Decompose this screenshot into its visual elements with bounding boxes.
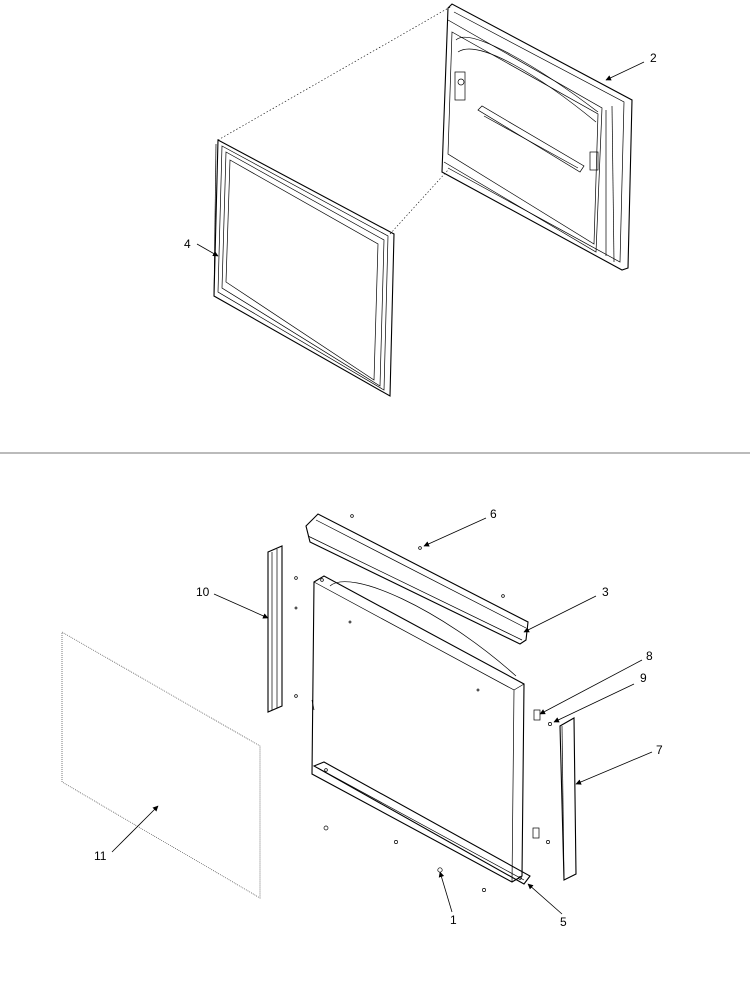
callout-label-2: 2 (650, 51, 657, 65)
callout-6: 6 (423, 507, 497, 547)
top-trim-part-6 (305, 513, 529, 645)
side-trim-part-7 (559, 717, 577, 881)
callout-11: 11 (94, 805, 159, 863)
callout-10: 10 (196, 585, 269, 619)
door-shell-part-3 (294, 575, 525, 883)
callout-label-1: 1 (450, 913, 457, 927)
callout-8: 8 (539, 649, 653, 715)
callout-label-10: 10 (196, 585, 210, 599)
callout-label-4: 4 (184, 237, 191, 251)
callout-1: 1 (438, 871, 457, 927)
callout-label-11: 11 (94, 849, 107, 863)
callout-label-5: 5 (560, 915, 567, 929)
hardware-screws (323, 709, 552, 892)
handle-trim-part-10 (267, 545, 298, 713)
door-panel-part-11 (61, 631, 261, 899)
callout-9: 9 (553, 671, 647, 723)
callout-7: 7 (575, 743, 663, 785)
callout-5: 5 (527, 883, 567, 929)
callout-2: 2 (605, 51, 657, 81)
callout-3: 3 (523, 585, 609, 633)
callout-label-9: 9 (640, 671, 647, 685)
callout-4: 4 (184, 237, 219, 257)
bottom-trim-part-5 (312, 761, 531, 885)
assembly-guide-lines (217, 5, 453, 235)
callout-label-3: 3 (602, 585, 609, 599)
door-assembly-part-2 (441, 3, 633, 271)
door-gasket-part-4 (213, 139, 395, 397)
callout-label-6: 6 (490, 507, 497, 521)
callout-label-8: 8 (646, 649, 653, 663)
callout-label-7: 7 (656, 743, 663, 757)
